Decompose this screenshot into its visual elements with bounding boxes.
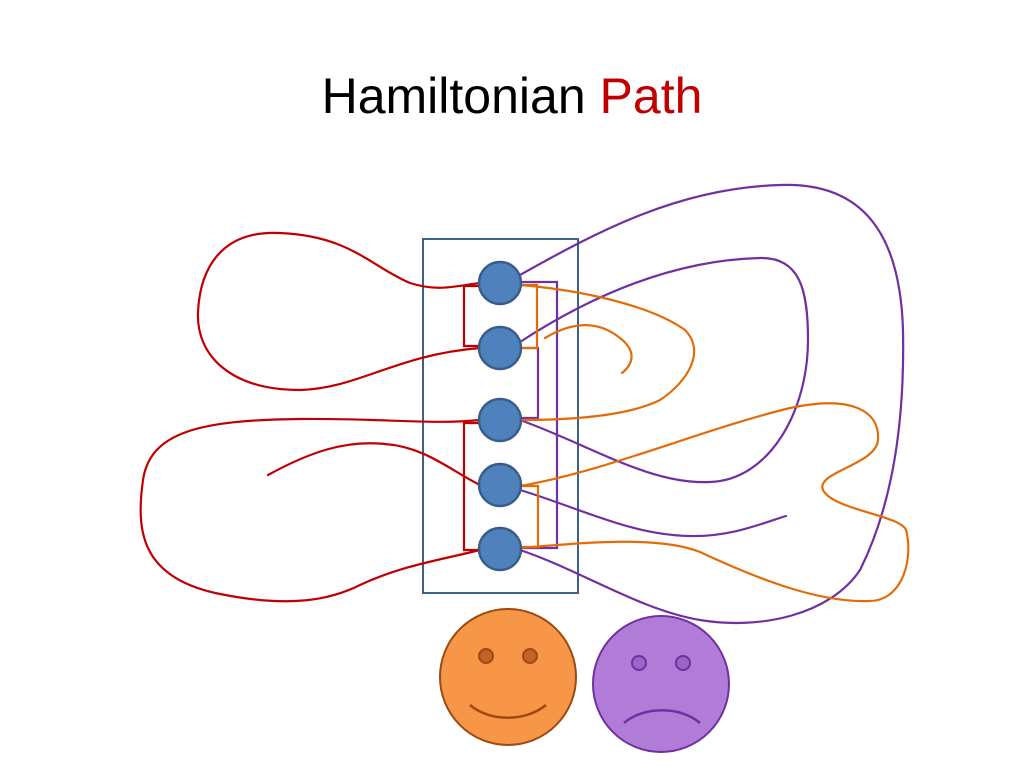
orange-bracket-top bbox=[518, 283, 539, 350]
node bbox=[477, 397, 523, 443]
purple-step bbox=[518, 346, 540, 420]
node-group-box bbox=[422, 238, 579, 594]
purple-outer-loop bbox=[518, 183, 905, 625]
title-highlight: Path bbox=[599, 68, 703, 124]
orange-curl bbox=[543, 324, 633, 375]
red-loop-middle bbox=[139, 417, 482, 603]
happy-face bbox=[439, 608, 577, 746]
sad-face-mouth bbox=[623, 709, 701, 724]
orange-loop-top bbox=[518, 283, 696, 422]
title-main: Hamiltonian bbox=[321, 68, 586, 124]
node bbox=[477, 462, 523, 508]
purple-inner-loop bbox=[518, 256, 810, 484]
happy-face-eye-right bbox=[522, 648, 538, 664]
happy-face-head bbox=[439, 608, 577, 746]
happy-face-eye-left bbox=[478, 648, 494, 664]
red-bracket-top bbox=[462, 284, 482, 348]
sad-face-eye-right bbox=[675, 655, 691, 671]
slide-title: Hamiltonian Path bbox=[0, 66, 1024, 126]
purple-tail bbox=[518, 488, 788, 538]
sad-face bbox=[592, 615, 730, 753]
node bbox=[477, 526, 523, 572]
happy-face-mouth bbox=[469, 704, 547, 719]
orange-path bbox=[518, 283, 910, 603]
node-group bbox=[477, 260, 523, 572]
red-path bbox=[139, 231, 482, 603]
sad-face-head bbox=[592, 615, 730, 753]
red-loop-top bbox=[196, 231, 482, 392]
sad-face-eye-left bbox=[631, 655, 647, 671]
orange-bracket-bottom bbox=[518, 484, 540, 549]
node bbox=[477, 260, 523, 306]
red-bracket-bottom bbox=[462, 421, 482, 552]
node bbox=[477, 325, 523, 371]
orange-loop-bottom bbox=[518, 402, 910, 603]
red-tail-middle bbox=[266, 442, 482, 487]
